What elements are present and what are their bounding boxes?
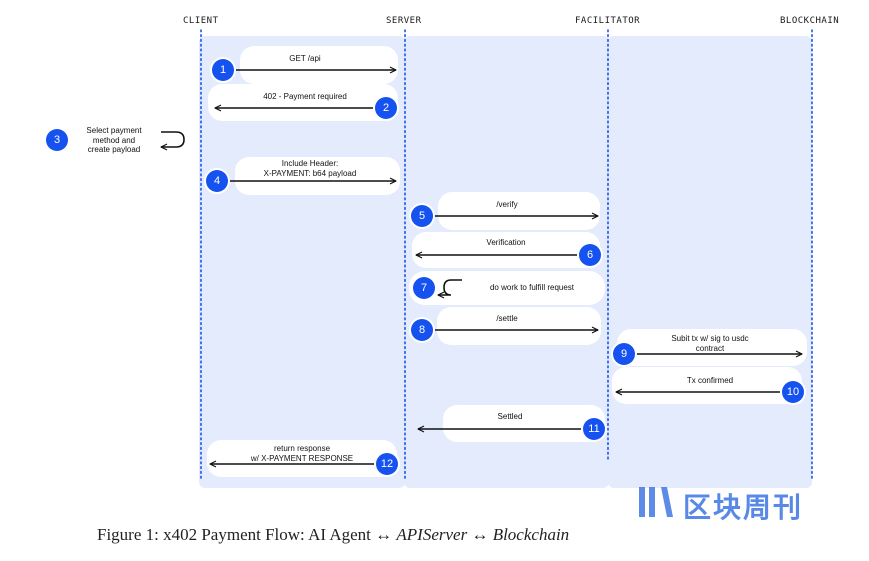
message-arrows: [160, 66, 803, 468]
message-text: 402 - Payment required: [263, 92, 347, 101]
watermark-text: 区块周刊: [683, 491, 804, 524]
caption-arrow: ↔: [467, 525, 493, 544]
message-text: GET /api: [289, 54, 321, 63]
message-text: /settle: [496, 314, 518, 323]
pill-9: [617, 329, 807, 366]
message-text: Include Header:: [281, 159, 339, 168]
pill-8: [437, 307, 601, 345]
step-badge-5: 5: [411, 205, 433, 227]
step-badge-8: 8: [411, 319, 433, 341]
message-text: Tx confirmed: [686, 376, 734, 385]
message-text: contract: [695, 343, 725, 353]
loop-arrow-7: [437, 279, 462, 299]
step-badge-3: 3: [46, 129, 68, 151]
pill-1: [240, 46, 398, 84]
step-badge-9: 9: [613, 343, 635, 365]
step-badge-6: 6: [579, 244, 601, 266]
pill-3: [42, 120, 192, 160]
caption-api-server: APIServer: [396, 525, 468, 544]
step-badge-7: 7: [413, 277, 435, 299]
message-text: return response: [273, 444, 331, 453]
message-label-4: Include Header: X-PAYMENT: b64 payload: [240, 159, 380, 178]
step-badge-11: 11: [583, 418, 605, 440]
message-text: method and: [92, 135, 136, 145]
message-text: /verify: [496, 200, 518, 209]
loop-arrow-3: [160, 131, 185, 151]
caption-prefix: Figure 1: x402 Payment Flow: AI Agent ↔: [97, 525, 397, 544]
step-badge-4: 4: [206, 170, 228, 192]
message-label-12: return response w/ X-PAYMENT RESPONSE: [232, 444, 372, 463]
message-text: w/ X-PAYMENT RESPONSE: [250, 453, 354, 463]
pill-2: [208, 84, 398, 121]
lane-bg-facilitator: [608, 36, 812, 488]
watermark-logo-icon: [639, 487, 673, 517]
step-badge-1: 1: [212, 59, 234, 81]
message-label-7: do work to fulfill request: [466, 283, 598, 293]
message-text: Verification: [486, 238, 526, 247]
message-text: Subit tx w/ sig to usdc: [671, 334, 749, 343]
message-label-3: Select payment method and create payload: [73, 126, 155, 155]
step-badge-10: 10: [782, 381, 804, 403]
message-text: X-PAYMENT: b64 payload: [263, 168, 357, 178]
message-label-11: Settled: [445, 412, 575, 422]
pill-5: [438, 192, 600, 230]
caption-blockchain: Blockchain: [492, 525, 570, 544]
message-pills: [42, 46, 807, 477]
watermark: 区块周刊: [637, 483, 847, 524]
message-text: Select payment: [86, 126, 142, 135]
message-label-2: 402 - Payment required: [230, 92, 380, 102]
message-text: Settled: [497, 412, 523, 421]
pill-4: [235, 157, 400, 195]
lifelines: [200, 29, 813, 481]
pill-6: [412, 232, 600, 268]
lane-title-server: SERVER: [386, 16, 422, 26]
pill-10: [612, 367, 802, 404]
message-text: create payload: [87, 145, 141, 154]
lane-title-client: CLIENT: [183, 16, 219, 26]
pill-11: [443, 405, 605, 442]
message-label-6: Verification: [440, 238, 572, 248]
lane-bg-client: [199, 36, 405, 488]
message-label-5: /verify: [442, 200, 572, 210]
message-label-8: /settle: [442, 314, 572, 324]
lane-title-facilitator: FACILITATOR: [575, 16, 641, 26]
pill-12: [207, 440, 397, 477]
message-label-10: Tx confirmed: [640, 376, 780, 386]
figure-caption: Figure 1: x402 Payment Flow: AI Agent ↔ …: [97, 525, 569, 545]
message-text: do work to fulfill request: [489, 283, 575, 292]
message-label-1: GET /api: [240, 54, 370, 64]
lane-title-blockchain: BLOCKCHAIN: [780, 16, 840, 26]
message-label-9: Subit tx w/ sig to usdc contract: [640, 334, 780, 353]
step-badge-12: 12: [376, 453, 398, 475]
step-badge-2: 2: [375, 97, 397, 119]
